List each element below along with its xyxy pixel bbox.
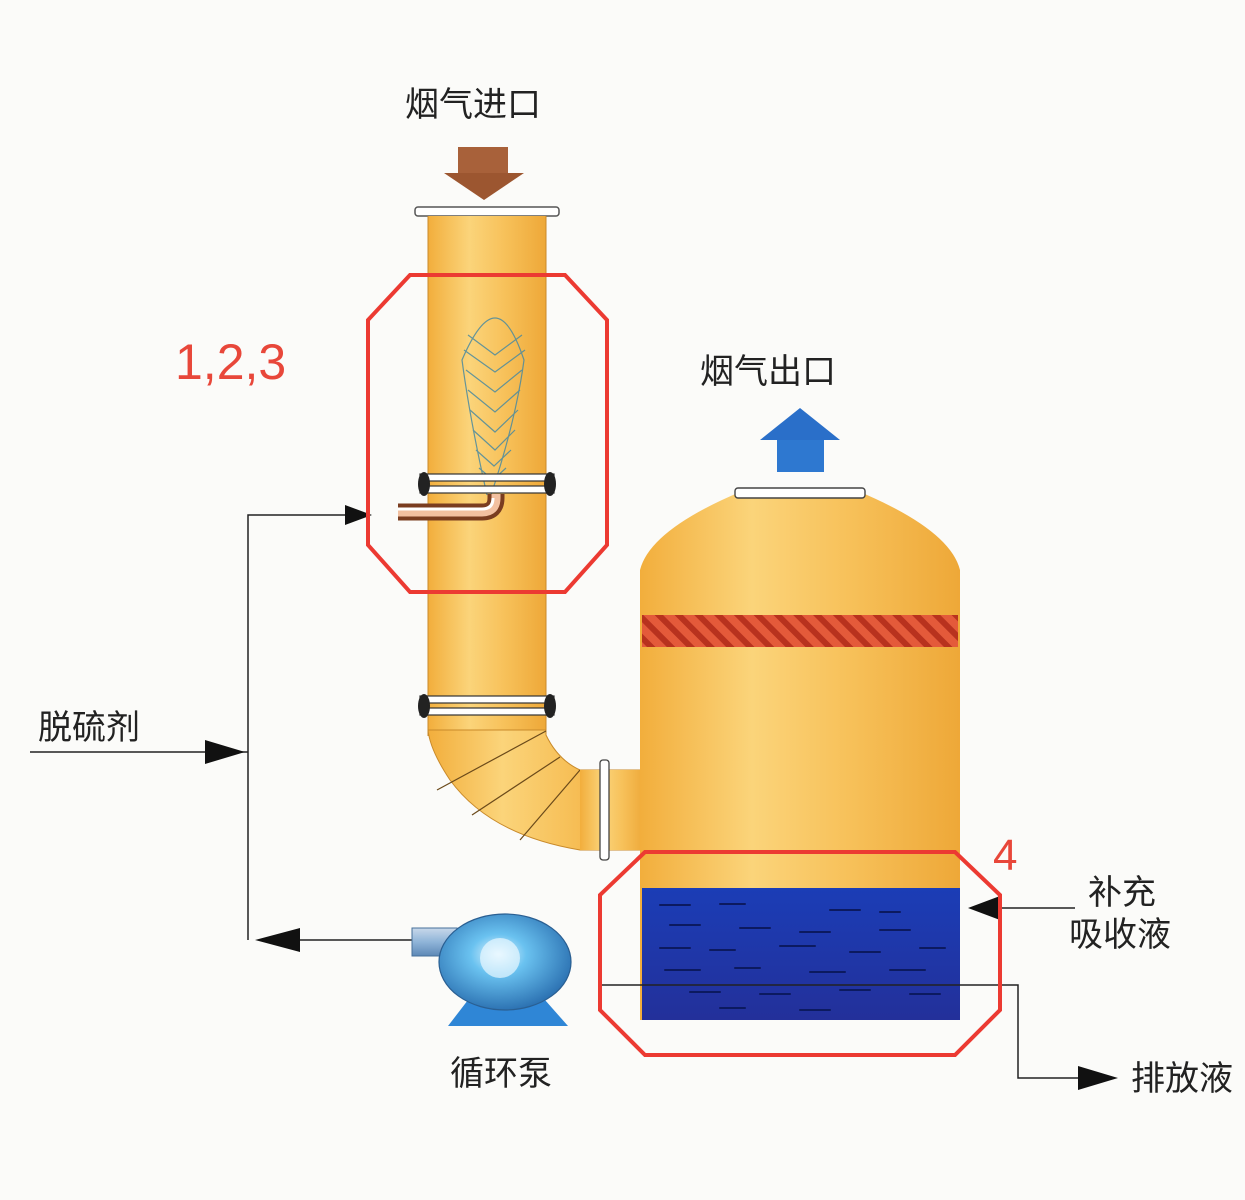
lower-flange-rings bbox=[418, 694, 556, 718]
spray-nozzle-pipe bbox=[398, 494, 505, 521]
circulation-pump-label: 循环泵 bbox=[450, 1054, 552, 1094]
inlet-flange bbox=[414, 206, 560, 217]
spray-cone bbox=[461, 317, 526, 496]
sump-zone-outline bbox=[598, 850, 1002, 1057]
circulation-pump bbox=[411, 913, 572, 1026]
flow-arrowheads bbox=[205, 505, 1118, 1090]
makeup-liquid-label-line1: 补充 bbox=[1088, 873, 1156, 913]
discharge-liquid-label: 排放液 bbox=[1131, 1059, 1233, 1099]
gas-inlet-label: 烟气进口 bbox=[405, 85, 541, 125]
makeup-liquid-label-line2: 吸收液 bbox=[1069, 915, 1171, 955]
desulfurizer-label: 脱硫剂 bbox=[38, 708, 140, 748]
gas-inlet-arrow bbox=[444, 147, 524, 200]
sump-zone-number: 4 bbox=[993, 831, 1018, 880]
process-lines bbox=[30, 514, 1080, 1079]
upper-flange-rings bbox=[418, 472, 556, 496]
liquid-waves bbox=[659, 903, 946, 1011]
packing-layer bbox=[642, 615, 958, 647]
horizontal-duct-flange bbox=[599, 759, 610, 861]
gas-outlet-label: 烟气出口 bbox=[700, 352, 836, 392]
gas-outlet-arrow bbox=[760, 408, 840, 472]
spray-zone-number: 1,2,3 bbox=[175, 334, 287, 390]
spray-zone-outline bbox=[366, 273, 609, 594]
horizontal-duct bbox=[580, 770, 645, 850]
absorbent-liquid bbox=[642, 888, 960, 1020]
